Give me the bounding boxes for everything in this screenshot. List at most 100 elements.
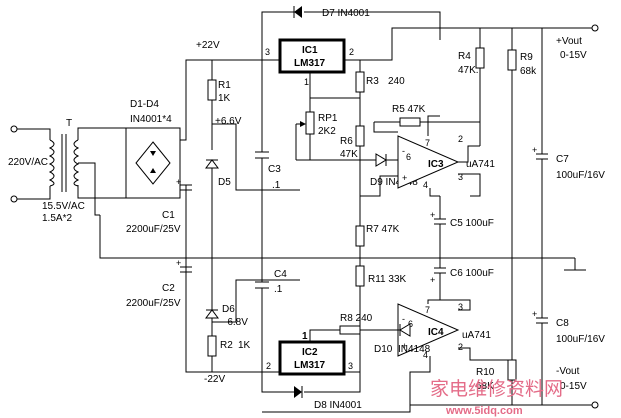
diode-d10: D10 IN4148 <box>360 323 431 355</box>
svg-text:+: + <box>402 173 407 183</box>
resistor-r3: R3 240 <box>310 60 405 99</box>
svg-text:C5 100uF: C5 100uF <box>450 218 494 229</box>
resistor-r11: R11 33K <box>355 258 407 330</box>
secondary-rating: 1.5A*2 <box>42 213 72 224</box>
capacitor-c8: + C8 100uF/16V <box>532 258 605 405</box>
svg-text:2: 2 <box>266 361 271 371</box>
potentiometer-rp1: RP1 2K2 <box>295 98 338 160</box>
svg-text:C7: C7 <box>556 154 569 165</box>
resistor-r6: R6 47K <box>340 98 365 196</box>
svg-text:4: 4 <box>423 350 428 360</box>
svg-text:R5 47K: R5 47K <box>392 104 426 115</box>
svg-text:3: 3 <box>458 302 463 312</box>
svg-text:R7 47K: R7 47K <box>366 224 400 235</box>
vout-pos-range: 0-15V <box>560 50 587 61</box>
svg-text:+: + <box>176 258 181 268</box>
resistor-r9: R9 68k <box>507 28 537 258</box>
svg-text:D8 IN4001: D8 IN4001 <box>314 400 362 411</box>
svg-text:-: - <box>402 146 405 156</box>
svg-text:R4: R4 <box>458 51 471 62</box>
svg-text:R8 240: R8 240 <box>340 313 373 324</box>
svg-text:1: 1 <box>302 331 308 342</box>
svg-text:6: 6 <box>406 152 411 162</box>
svg-text:+: + <box>532 309 537 319</box>
diode-d9: D9 IN4148 <box>296 153 418 188</box>
svg-text:+: + <box>532 145 537 155</box>
svg-text:3: 3 <box>265 47 270 57</box>
input-voltage-label: 220V/AC <box>8 157 48 168</box>
capacitor-c3: C3 .1 <box>255 60 281 258</box>
capacitor-c1: + C1 2200uF/25V <box>126 177 192 253</box>
svg-text:IC4: IC4 <box>428 327 444 338</box>
rail-pos-label: +22V <box>196 40 220 51</box>
capacitor-c5: + C5 100uF <box>430 196 494 258</box>
svg-text:D10: D10 <box>374 344 393 355</box>
diode-d7: D7 IN4001 <box>261 6 441 60</box>
svg-text:C2: C2 <box>162 283 175 294</box>
svg-text:+: + <box>430 210 435 220</box>
capacitor-c7: + C7 100uF/16V <box>532 28 605 258</box>
svg-text:2: 2 <box>458 342 463 352</box>
terminal-vout-neg: -Vout 0-15V <box>556 366 599 409</box>
svg-text:2200uF/25V: 2200uF/25V <box>126 224 181 235</box>
diode-d8: D8 IN4001 <box>261 372 362 411</box>
zener-pos-label: +6.6V <box>215 116 242 127</box>
svg-text:IC1: IC1 <box>302 45 318 56</box>
resistor-r4: R4 47K. <box>458 28 485 146</box>
resistor-r2: R2 1K <box>207 318 251 372</box>
svg-text:R6: R6 <box>340 136 353 147</box>
svg-text:1: 1 <box>304 77 309 87</box>
vout-neg-range: 0-15V <box>560 381 587 392</box>
capacitor-c2: + C2 2200uF/25V <box>126 258 192 309</box>
svg-text:+: + <box>402 341 407 351</box>
svg-text:3: 3 <box>348 361 353 371</box>
svg-text:2: 2 <box>458 134 463 144</box>
regulator-ic2: IC2 LM317 1 2 3 <box>262 330 361 376</box>
svg-text:IN4148: IN4148 <box>398 344 431 355</box>
bridge-rectifier: D1-D4 IN4001*4 <box>125 59 262 373</box>
svg-text:uA741: uA741 <box>462 330 491 341</box>
svg-text:68k: 68k <box>520 66 537 77</box>
svg-text:2200uF/25V: 2200uF/25V <box>126 298 181 309</box>
resistor-r1: R1 1K +6.6V <box>207 60 242 150</box>
watermark-text: 家电维修资料网 <box>430 378 563 400</box>
resistor-r7: R7 47K <box>355 196 400 258</box>
svg-text:C3: C3 <box>268 164 281 175</box>
svg-text:C6 100uF: C6 100uF <box>450 268 494 279</box>
svg-text:7: 7 <box>425 138 430 148</box>
svg-text:C4: C4 <box>274 269 287 280</box>
transformer-T: T 15.5V/AC 1.5A*2 <box>42 118 145 224</box>
capacitor-c6: + C6 100uF <box>430 258 494 300</box>
rail-neg-label: -22V <box>204 374 225 385</box>
svg-text:D5: D5 <box>218 177 231 188</box>
svg-text:C1: C1 <box>162 210 175 221</box>
zener-d5: D5 <box>205 159 231 258</box>
svg-text:1K: 1K <box>218 93 231 104</box>
svg-text:C8: C8 <box>556 318 569 329</box>
opamp-ic4: - + IC4 uA741 6 7 3 4 2 <box>262 299 512 413</box>
resistor-r5: R5 47K <box>373 104 480 133</box>
watermark-url: www.5idq.com <box>445 405 523 417</box>
regulator-ic1: IC1 LM317 3 2 1 <box>262 27 592 98</box>
svg-text:D9 IN4148: D9 IN4148 <box>370 177 418 188</box>
svg-text:R9: R9 <box>520 52 533 63</box>
svg-text:+: + <box>176 177 181 187</box>
svg-text:240: 240 <box>388 76 405 87</box>
transformer-ref: T <box>66 118 72 129</box>
opamp-ic3: - + IC3 uA741 6 7 2 4 3 <box>360 115 495 197</box>
svg-text:47K: 47K <box>340 149 358 160</box>
ac-input: 220V/AC <box>8 125 55 203</box>
bridge-part: IN4001*4 <box>130 114 172 125</box>
svg-text:D6: D6 <box>222 304 235 315</box>
resistor-r8: R8 240 <box>309 313 373 342</box>
svg-text:4: 4 <box>423 180 428 190</box>
secondary-voltage: 15.5V/AC <box>42 201 85 212</box>
watermark: 家电维修资料网 www.5idq.com <box>430 378 563 417</box>
svg-text:100uF/16V: 100uF/16V <box>556 334 605 345</box>
svg-text:6: 6 <box>408 319 413 329</box>
bridge-ref: D1-D4 <box>130 99 159 110</box>
svg-text:R11 33K: R11 33K <box>368 274 407 285</box>
svg-text:.1: .1 <box>274 284 283 295</box>
svg-text:3: 3 <box>458 172 463 182</box>
